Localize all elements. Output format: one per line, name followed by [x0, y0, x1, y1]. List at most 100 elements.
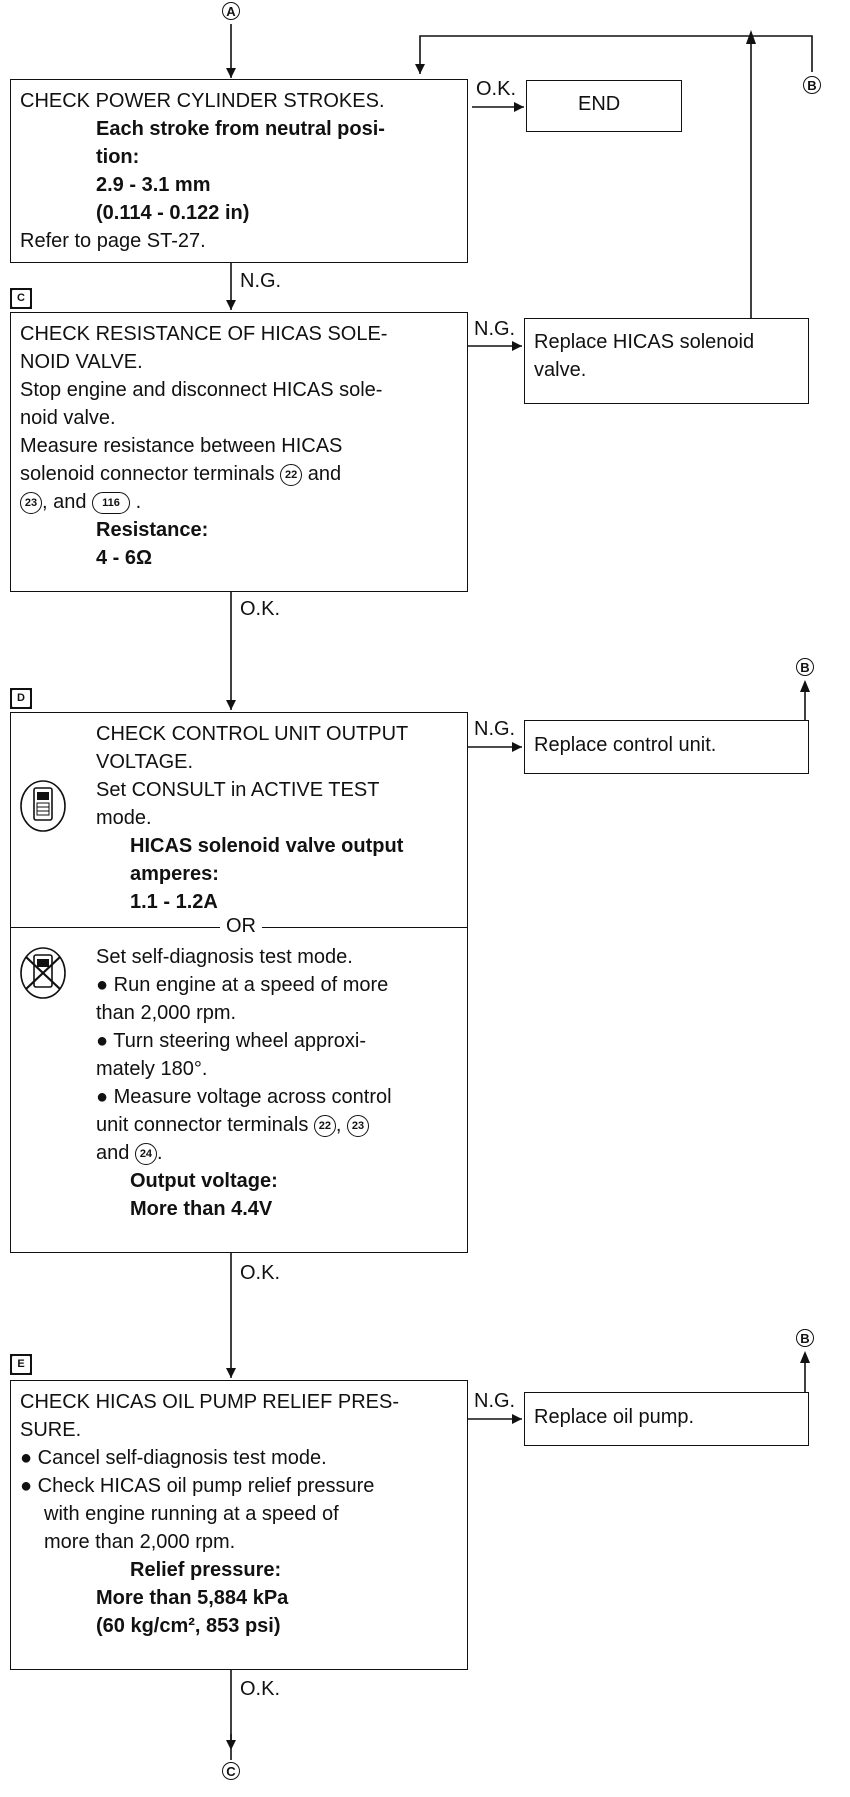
instruction: mately 180°. — [96, 1058, 208, 1080]
or-label: OR — [220, 912, 262, 941]
connector-b: B — [796, 658, 814, 676]
terminal-badge: 22 — [313, 1114, 336, 1137]
arrow-loop-b — [419, 35, 813, 74]
step-tag-d: D — [10, 688, 32, 709]
ok-label: O.K. — [240, 1262, 281, 1284]
ok-label: O.K. — [476, 78, 517, 100]
step-title: CHECK CONTROL UNIT OUTPUT — [96, 723, 409, 745]
terminal-badge: 24 — [134, 1142, 157, 1165]
replace-oil-pump-box — [524, 1392, 809, 1446]
instruction: more than 2,000 rpm. — [44, 1531, 236, 1553]
step-title: CHECK RESISTANCE OF HICAS SOLE- — [20, 323, 388, 345]
instruction-text: solenoid connector terminals — [20, 463, 275, 485]
step-tag-c: C — [10, 288, 32, 309]
instruction-text: and — [307, 463, 342, 485]
step-title: CHECK HICAS OIL PUMP RELIEF PRES- — [20, 1391, 399, 1413]
terminal-badge: 23 — [347, 1114, 370, 1137]
connector-a: A — [222, 2, 240, 20]
arrowhead — [746, 30, 756, 44]
spec-label: tion: — [96, 146, 140, 168]
step-check-output-voltage — [10, 712, 468, 1253]
connector-b: B — [796, 1329, 814, 1347]
instruction: Measure resistance between HICAS — [20, 435, 343, 457]
instruction: 23, and 116 . — [20, 488, 141, 516]
spec-value: (0.114 - 0.122 in) — [96, 202, 250, 224]
spec-label: Resistance: — [96, 519, 209, 541]
consult-icon — [20, 780, 66, 832]
spec-label: amperes: — [130, 863, 219, 885]
instruction-text: and — [96, 1142, 130, 1164]
instruction: ● Cancel self-diagnosis test mode. — [20, 1447, 327, 1469]
connector-c: C — [222, 1762, 240, 1780]
instruction: and 24. — [96, 1139, 163, 1167]
step-title: SURE. — [20, 1419, 82, 1441]
instruction: noid valve. — [20, 407, 116, 429]
instruction: than 2,000 rpm. — [96, 1002, 237, 1024]
spec-label: Relief pressure: — [130, 1559, 282, 1581]
step-title: CHECK POWER CYLINDER STROKES. — [20, 90, 385, 112]
no-consult-icon — [20, 947, 66, 999]
instruction: ● Measure voltage across control — [96, 1086, 392, 1108]
step-title: NOID VALVE. — [20, 351, 143, 373]
terminal-badge: 23 — [20, 491, 42, 514]
replace-solenoid-box — [524, 318, 809, 404]
arrowhead — [512, 742, 522, 752]
page-ref: Refer to page ST-27. — [20, 230, 206, 252]
spec-label: Output voltage: — [130, 1170, 278, 1192]
arrowhead — [514, 102, 524, 112]
arrowhead — [512, 341, 522, 351]
arrowhead — [226, 68, 236, 78]
ng-label: N.G. — [474, 718, 516, 740]
instruction: Stop engine and disconnect HICAS sole- — [20, 379, 383, 401]
step-check-resistance — [10, 312, 468, 592]
terminal-badge: 22 — [280, 463, 303, 486]
instruction: ● Run engine at a speed of more — [96, 974, 389, 996]
spec-value: (60 kg/cm², 853 psi) — [96, 1615, 281, 1637]
spec-label: HICAS solenoid valve output — [130, 835, 404, 857]
instruction-text: . — [135, 491, 142, 513]
instruction: unit connector terminals 22, 23 — [96, 1111, 370, 1139]
step-check-relief-pressure — [10, 1380, 468, 1670]
action-text: Replace control unit. — [534, 734, 717, 756]
arrowhead — [226, 1368, 236, 1378]
spec-value: More than 5,884 kPa — [96, 1587, 289, 1609]
ok-label: O.K. — [240, 598, 281, 620]
arrowhead — [512, 1414, 522, 1424]
connector-b: B — [803, 76, 821, 94]
instruction: solenoid connector terminals 22 and — [20, 460, 341, 488]
ng-label: N.G. — [240, 270, 282, 292]
instruction: Set self-diagnosis test mode. — [96, 946, 353, 968]
step-title: VOLTAGE. — [96, 751, 194, 773]
arrowhead — [226, 700, 236, 710]
arrowhead — [226, 1740, 236, 1750]
arrowhead — [226, 300, 236, 310]
action-text: Replace HICAS solenoid — [534, 331, 755, 353]
arrowhead — [415, 64, 425, 74]
step-check-power-cylinder — [10, 79, 468, 263]
instruction: ● Check HICAS oil pump relief pressure — [20, 1475, 375, 1497]
arrowhead — [800, 1351, 810, 1363]
instruction-text: . — [156, 1142, 163, 1164]
instruction: ● Turn steering wheel approxi- — [96, 1030, 366, 1052]
spec-value: 2.9 - 3.1 mm — [96, 174, 211, 196]
ok-label: O.K. — [240, 1678, 281, 1700]
step-tag-e: E — [10, 1354, 32, 1375]
instruction-text: unit connector terminals — [96, 1114, 309, 1136]
instruction-text: , — [335, 1114, 342, 1136]
instruction: with engine running at a speed of — [44, 1503, 339, 1525]
replace-control-unit-box — [524, 720, 809, 774]
spec-value: More than 4.4V — [130, 1198, 273, 1220]
arrowhead — [800, 680, 810, 692]
end-box — [526, 80, 682, 132]
spec-label: Each stroke from neutral posi- — [96, 118, 385, 140]
ng-label: N.G. — [474, 1390, 516, 1412]
instruction: Set CONSULT in ACTIVE TEST — [96, 779, 380, 801]
action-text: valve. — [534, 359, 587, 381]
end-label: END — [578, 93, 621, 115]
action-text: Replace oil pump. — [534, 1406, 695, 1428]
instruction: mode. — [96, 807, 152, 829]
spec-value: 1.1 - 1.2A — [130, 891, 218, 913]
instruction-text: , and — [42, 491, 87, 513]
terminal-badge: 116 — [92, 491, 131, 514]
ng-label: N.G. — [474, 318, 516, 340]
